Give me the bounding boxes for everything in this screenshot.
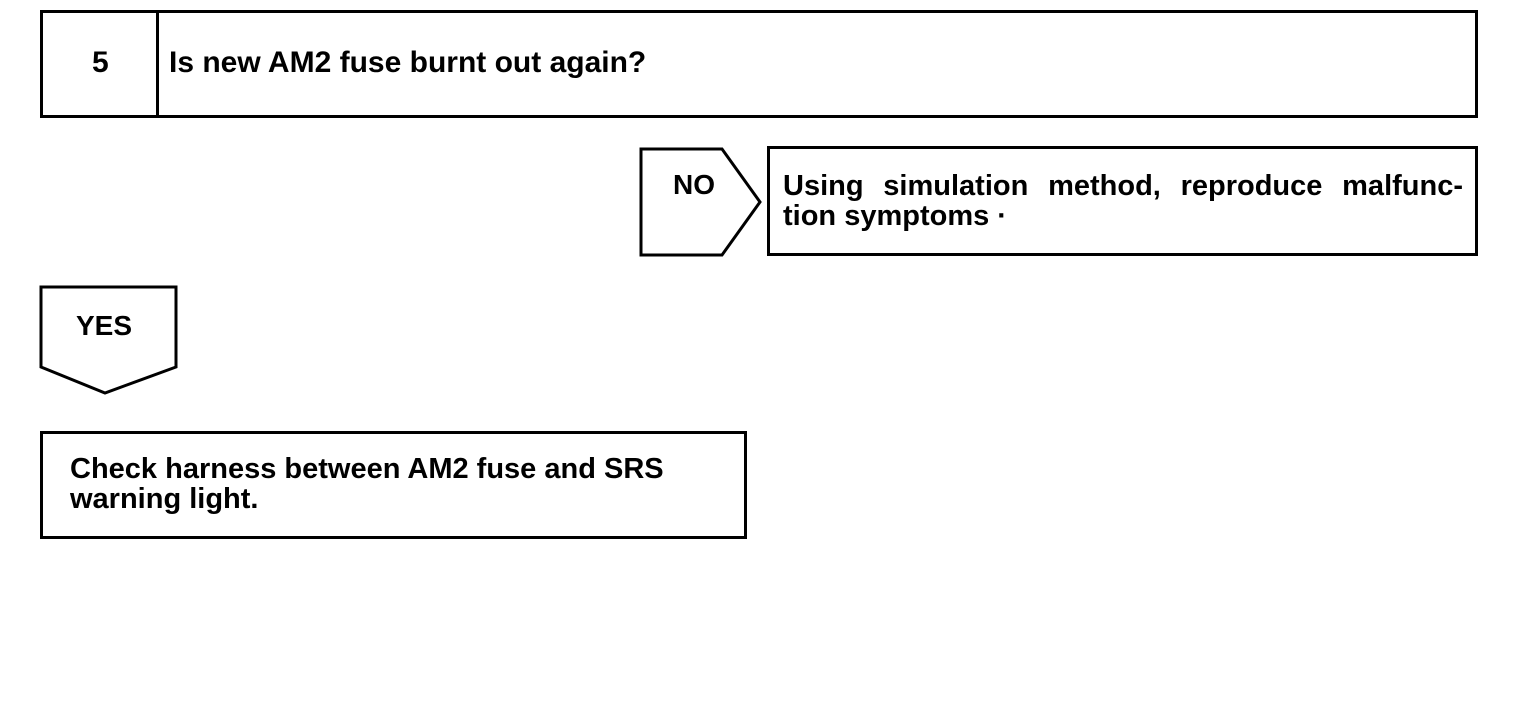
step-divider bbox=[156, 13, 159, 115]
yes-result-text: Check harness between AM2 fuse and SRS w… bbox=[70, 453, 664, 515]
no-result-box bbox=[767, 146, 1478, 256]
step-box bbox=[40, 10, 1478, 118]
yes-arrow-shape bbox=[39, 285, 178, 395]
no-branch-label: NO bbox=[673, 169, 715, 200]
yes-branch-label: YES bbox=[76, 310, 133, 341]
no-result-text: Using simulation method, reproduce malfu… bbox=[783, 170, 1463, 232]
step-question: Is new AM2 fuse burnt out again? bbox=[169, 46, 647, 79]
no-arrow-shape bbox=[639, 147, 762, 257]
yes-result-box bbox=[40, 431, 747, 539]
step-number: 5 bbox=[92, 46, 109, 79]
